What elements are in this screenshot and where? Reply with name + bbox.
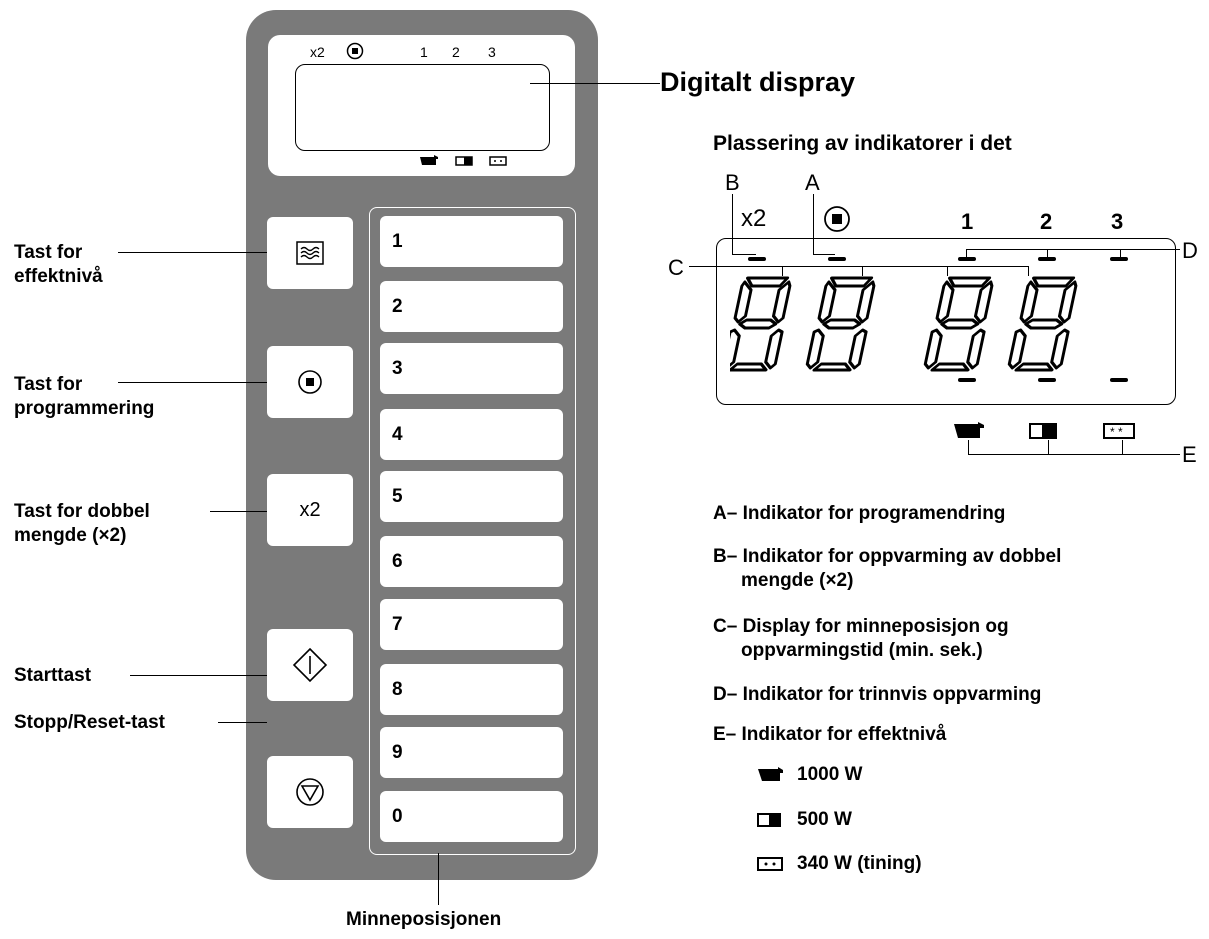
leader-line (210, 511, 267, 513)
detail-step-1: 1 (961, 209, 974, 234)
power-1000-icon (758, 767, 783, 781)
detail-title: Digitalt dispray (660, 67, 856, 97)
bottom-segment (1110, 378, 1128, 382)
indicator-step-2 (1038, 257, 1056, 261)
leader-line (118, 382, 267, 384)
memory-key-8[interactable]: 8 (380, 664, 563, 715)
detail-step-2: 2 (1040, 209, 1053, 234)
display-screen (295, 64, 550, 151)
leader-line (1120, 249, 1122, 257)
indicator-a-segment (828, 257, 846, 261)
leader-line (1122, 440, 1124, 455)
leader-line (813, 194, 815, 254)
start-icon (292, 647, 328, 683)
display-step-1: 1 (420, 44, 428, 60)
letter-e: E (1182, 442, 1197, 467)
power-wave-icon (296, 241, 324, 265)
detail-power-icons: * * (954, 422, 1135, 439)
display-step-2: 2 (452, 44, 460, 60)
power-1000-label: 1000 W (797, 764, 863, 785)
program-indicator-icon (346, 42, 364, 60)
start-button[interactable] (267, 629, 353, 701)
bottom-segment (958, 378, 976, 382)
indicator-b-segment (748, 257, 766, 261)
program-button[interactable] (267, 346, 353, 418)
memory-key-2[interactable]: 2 (380, 281, 563, 332)
legend-e: E– Indikator for effektnivå (713, 724, 947, 745)
indicator-step-1 (958, 257, 976, 261)
letter-b: B (725, 170, 740, 195)
display-step-3: 3 (488, 44, 496, 60)
leader-line (862, 266, 864, 276)
leader-line (782, 266, 784, 276)
letter-d: D (1182, 238, 1198, 263)
letter-c: C (668, 255, 684, 280)
leader-line (1028, 266, 1030, 276)
legend-b: B– Indikator for oppvarming av dobbel me… (713, 546, 1062, 591)
bottom-segment (1038, 378, 1056, 382)
stop-reset-button[interactable] (267, 756, 353, 828)
svg-text:* *: * * (1110, 425, 1123, 439)
leader-line (218, 722, 267, 724)
display-area (268, 35, 575, 176)
leader-line (947, 266, 949, 276)
memory-key-6[interactable]: 6 (380, 536, 563, 587)
leader-line (968, 440, 970, 455)
stop-icon (296, 778, 324, 806)
memory-label: Minneposisjonen (346, 909, 502, 930)
leader-line (530, 83, 660, 85)
power-340-icon (757, 857, 783, 871)
leader-line (966, 249, 968, 257)
leader-line (438, 853, 440, 905)
leader-line (1048, 440, 1050, 455)
seven-segment-digits (730, 276, 1078, 372)
legend-c: C– Display for minneposisjon og oppvarmi… (713, 616, 1009, 661)
detail-display-screen (716, 238, 1176, 405)
leader-line (968, 454, 1180, 456)
double-quantity-button[interactable]: x2 (267, 474, 353, 546)
memory-key-3[interactable]: 3 (380, 343, 563, 394)
memory-key-0[interactable]: 0 (380, 791, 563, 842)
leader-line (732, 254, 756, 256)
memory-key-7[interactable]: 7 (380, 599, 563, 650)
power-level-button[interactable] (267, 217, 353, 289)
memory-keypad (369, 207, 576, 855)
leader-line (1047, 249, 1049, 257)
memory-key-4[interactable]: 4 (380, 409, 563, 460)
detail-step-3: 3 (1111, 209, 1124, 234)
leader-line (966, 249, 1180, 251)
start-key-label: Starttast (14, 665, 92, 686)
display-x2-label: x2 (310, 44, 325, 60)
legend-a: A– Indikator for programendring (713, 503, 1006, 524)
leader-line (689, 266, 1029, 268)
program-icon (298, 370, 322, 394)
power-500-icon (757, 813, 781, 827)
stop-key-label: Stopp/Reset-tast (14, 712, 165, 733)
leader-line (813, 254, 835, 256)
power-340-label: 340 W (tining) (797, 853, 922, 874)
power-500-label: 500 W (797, 809, 852, 830)
memory-key-5[interactable]: 5 (380, 471, 563, 522)
leader-line (130, 675, 267, 677)
display-power-icons (420, 155, 507, 166)
detail-program-icon (824, 206, 850, 232)
memory-key-9[interactable]: 9 (380, 727, 563, 778)
detail-subtitle: Plassering av indikatorer i det (713, 132, 1012, 155)
detail-x2-label: x2 (741, 205, 767, 232)
leader-line (118, 252, 267, 254)
indicator-step-3 (1110, 257, 1128, 261)
leader-line (732, 194, 734, 254)
memory-key-1[interactable]: 1 (380, 216, 563, 267)
legend-d: D– Indikator for trinnvis oppvarming (713, 684, 1042, 705)
letter-a: A (805, 170, 820, 195)
